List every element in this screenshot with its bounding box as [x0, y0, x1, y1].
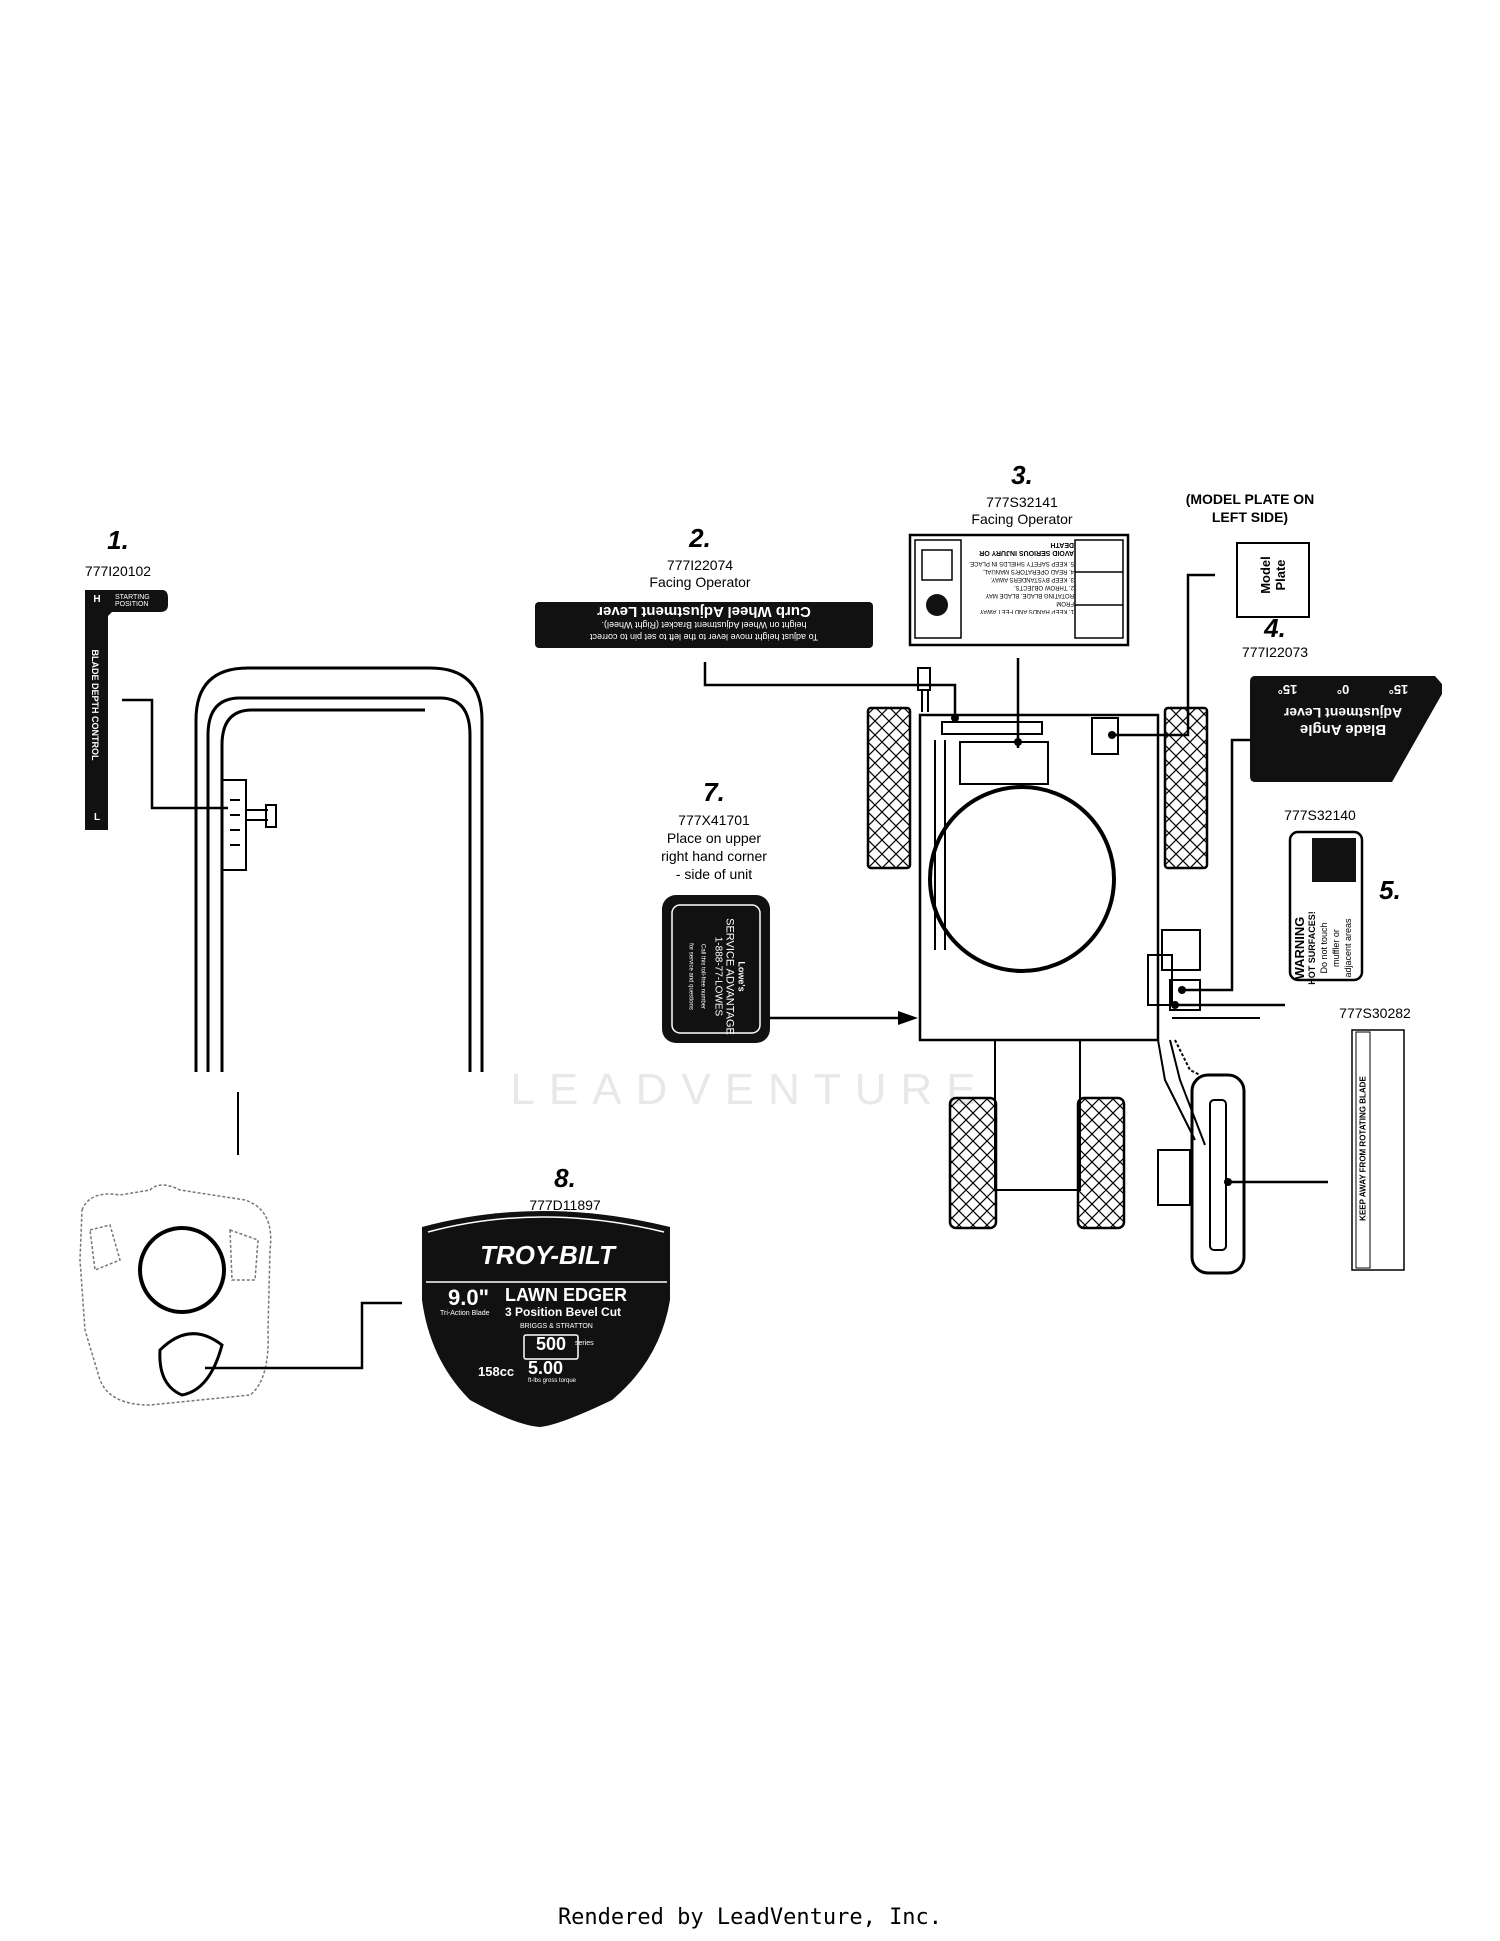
- decal-1-side-text: BLADE DEPTH CONTROL: [90, 649, 100, 761]
- decal-2-title: Curb Wheel Adjustment Lever: [597, 603, 811, 620]
- decal-4: [1250, 676, 1442, 782]
- callout-7-note-line3: - side of unit: [675, 866, 753, 882]
- callout-3-part: 777S32141: [986, 494, 1058, 510]
- watermark: LEADVENTURE: [510, 1065, 990, 1114]
- model-plate-line1: Model: [1258, 556, 1273, 594]
- decal-2-line2: height on Wheel Adjustment Bracket (Righ…: [601, 620, 807, 630]
- decal-8: [422, 1211, 670, 1427]
- decal-5-warning: WARNING: [1292, 916, 1307, 980]
- curb-wheel: [1157, 1073, 1246, 1275]
- handle-drawing: [194, 666, 484, 1072]
- model-plate-note-line1: (MODEL PLATE ON: [1185, 491, 1315, 507]
- decal-7-brand: Lowe's: [736, 961, 747, 992]
- engine-recoil: [138, 1226, 226, 1314]
- leader-1: [122, 698, 228, 810]
- decal-8-cc: 158cc: [478, 1364, 515, 1379]
- callout-8-part: 777D11897: [529, 1197, 601, 1213]
- decal-7-small2: for service and questions: [687, 943, 694, 1010]
- decal-3-line-6: 5. KEEP SAFETY SHIELDS IN PLACE.: [968, 560, 1075, 566]
- decal-4-title: Blade Angle: [1299, 721, 1387, 738]
- decal-5-line2: Do not touch: [1319, 922, 1329, 974]
- tire-front-right: [1076, 1096, 1126, 1230]
- callout-2-part: 777I22074: [666, 557, 734, 573]
- leader-8: [205, 1301, 402, 1370]
- callout-3-number: 3.: [1011, 460, 1033, 490]
- decal-3-line-1: 1. KEEP HANDS AND FEET AWAY FROM: [979, 600, 1074, 614]
- decal-2: [535, 602, 873, 648]
- leader-2: [703, 662, 957, 722]
- callout-8-number: 8.: [554, 1163, 576, 1193]
- decal-4-subtitle: Adjustment Lever: [1283, 705, 1403, 721]
- decal-7-title: SERVICE ADVANTAGE: [723, 918, 736, 1035]
- decal-8-engine-brand: BRIGGS & STRATTON: [520, 1323, 593, 1330]
- callout-3-note: Facing Operator: [971, 511, 1073, 527]
- decal-7-small1: Call this toll-free number: [699, 943, 706, 1010]
- decal-8-torque-note: ft-lbs gross torque: [528, 1378, 577, 1384]
- callout-2-number: 2.: [689, 523, 711, 553]
- engine-outline: [79, 1184, 272, 1406]
- decal-8-series: 500: [535, 1334, 567, 1354]
- decal-7-phone: 1-888-77-LOWES: [712, 936, 724, 1017]
- tire-right-rear: [1163, 706, 1209, 870]
- decal-7: [662, 895, 770, 1043]
- decal-6-text: KEEP AWAY FROM ROTATING BLADE: [1358, 1076, 1368, 1221]
- model-plate-box: [1236, 542, 1310, 618]
- callout-4-number: 4.: [1264, 613, 1286, 643]
- decal-5-line1: HOT SURFACES!: [1307, 911, 1317, 985]
- leader-model-plate: [1112, 573, 1215, 737]
- callout-5-number: 5.: [1379, 875, 1401, 905]
- callout-1-part: 777I20102: [84, 563, 152, 579]
- decal-3-line-3: 2. THROW OBJECTS.: [1013, 584, 1074, 590]
- decal-1: [85, 590, 168, 830]
- callout-7-note-line1: Place on upper: [666, 830, 762, 846]
- decal-8-brand: TROY-BILT: [480, 1240, 615, 1270]
- decal-8-small-left: Tri-Action Blade: [440, 1310, 490, 1317]
- decal-3-line-5: 4. READ OPERATOR'S MANUAL.: [982, 568, 1074, 574]
- callout-1-number: 1.: [107, 525, 129, 555]
- callout-2-note: Facing Operator: [649, 574, 751, 590]
- decal-3-line-4: 3. KEEP BYSTANDERS AWAY.: [990, 576, 1074, 582]
- callout-7-number: 7.: [703, 777, 725, 807]
- decal-4-angle-3: 15°: [1277, 682, 1298, 697]
- engine-decal-area: [158, 1332, 224, 1397]
- decal-8-size: 9.0": [448, 1285, 490, 1310]
- callout-7-part: 777X41701: [678, 812, 750, 828]
- decal-5-line3: muffler or: [1331, 929, 1341, 967]
- decal-3: [908, 533, 1130, 647]
- callout-4-part: 777I22073: [1241, 644, 1309, 660]
- decal-4-angle-2: 0°: [1336, 682, 1350, 697]
- decal-3-heading: AVOID SERIOUS INJURY OR DEATH: [979, 541, 1074, 556]
- tire-left-rear: [866, 706, 912, 870]
- model-plate-note-line2: LEFT SIDE): [1211, 509, 1289, 525]
- footer-credit: Rendered by LeadVenture, Inc.: [557, 1905, 943, 1930]
- decal-3-line-2: ROTATING BLADE. BLADE MAY: [985, 592, 1074, 598]
- decal-1-top: H: [93, 594, 101, 605]
- callout-7-note-line2: right hand corner: [661, 848, 767, 864]
- callout-5-part: 777S32140: [1284, 807, 1356, 823]
- callout-6-part: 777S30282: [1339, 1005, 1411, 1021]
- decal-8-sub: 3 Position Bevel Cut: [505, 1305, 622, 1319]
- model-plate-line2: Plate: [1273, 559, 1288, 591]
- leader-4: [1182, 738, 1253, 992]
- decal-5-line4: adjacent areas: [1343, 918, 1353, 978]
- decal-1-bottom: L: [93, 812, 101, 823]
- decal-4-angle-1: 15°: [1388, 682, 1409, 697]
- decal-8-series-label: series: [575, 1340, 594, 1347]
- decal-1-small: STARTING POSITION: [115, 594, 150, 608]
- decal-8-torque: 5.00: [528, 1358, 564, 1378]
- tire-front-left: [948, 1096, 998, 1230]
- decal-2-line1: To adjust height move lever to the left …: [589, 632, 819, 642]
- decal-8-product: LAWN EDGER: [505, 1285, 628, 1305]
